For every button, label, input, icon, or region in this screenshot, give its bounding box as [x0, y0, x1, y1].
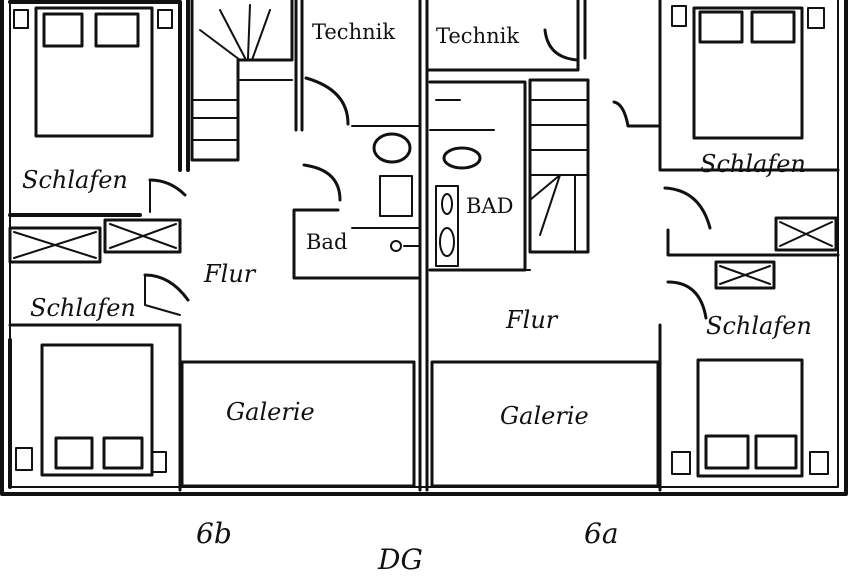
stairs-6b: [190, 0, 294, 162]
room-label-6a-bedroom-bottom: Schlafen: [706, 312, 812, 340]
bath-6b-walls: [292, 208, 420, 280]
stairs-6a: [528, 78, 590, 254]
room-label-6b-technik: Technik: [312, 20, 396, 44]
galerie-6b: [180, 360, 416, 488]
outer-wall: [0, 0, 848, 496]
room-label-6b-hall: Flur: [204, 260, 256, 288]
galerie-6a: [430, 360, 660, 488]
room-label-6b-bath: Bad: [306, 230, 348, 254]
bed-6b-top: [34, 6, 154, 138]
closets-6b: [8, 218, 182, 264]
unit-label-6a: 6a: [584, 517, 619, 550]
room-label-6b-gallery: Galerie: [226, 398, 315, 426]
room-label-6a-technik: Technik: [436, 24, 520, 48]
room-label-6b-bedroom-top: Schlafen: [22, 166, 128, 194]
closets-6a: [774, 216, 838, 252]
room-label-6a-hall: Flur: [506, 306, 558, 334]
room-label-6a-bath: BAD: [466, 194, 514, 218]
room-label-6a-bedroom-top: Schlafen: [700, 150, 806, 178]
bed-6b-bottom: [40, 343, 154, 477]
bed-6a-top: [692, 6, 804, 140]
room-label-6b-bedroom-bottom: Schlafen: [30, 294, 136, 322]
floor-label-partial: DG: [378, 543, 423, 576]
unit-label-6b: 6b: [196, 517, 232, 550]
wall-6b-bedroom-top: [8, 0, 182, 172]
room-label-6a-gallery: Galerie: [500, 402, 589, 430]
wall-6a-technik: [425, 0, 580, 72]
bed-6a-bottom: [696, 358, 804, 478]
